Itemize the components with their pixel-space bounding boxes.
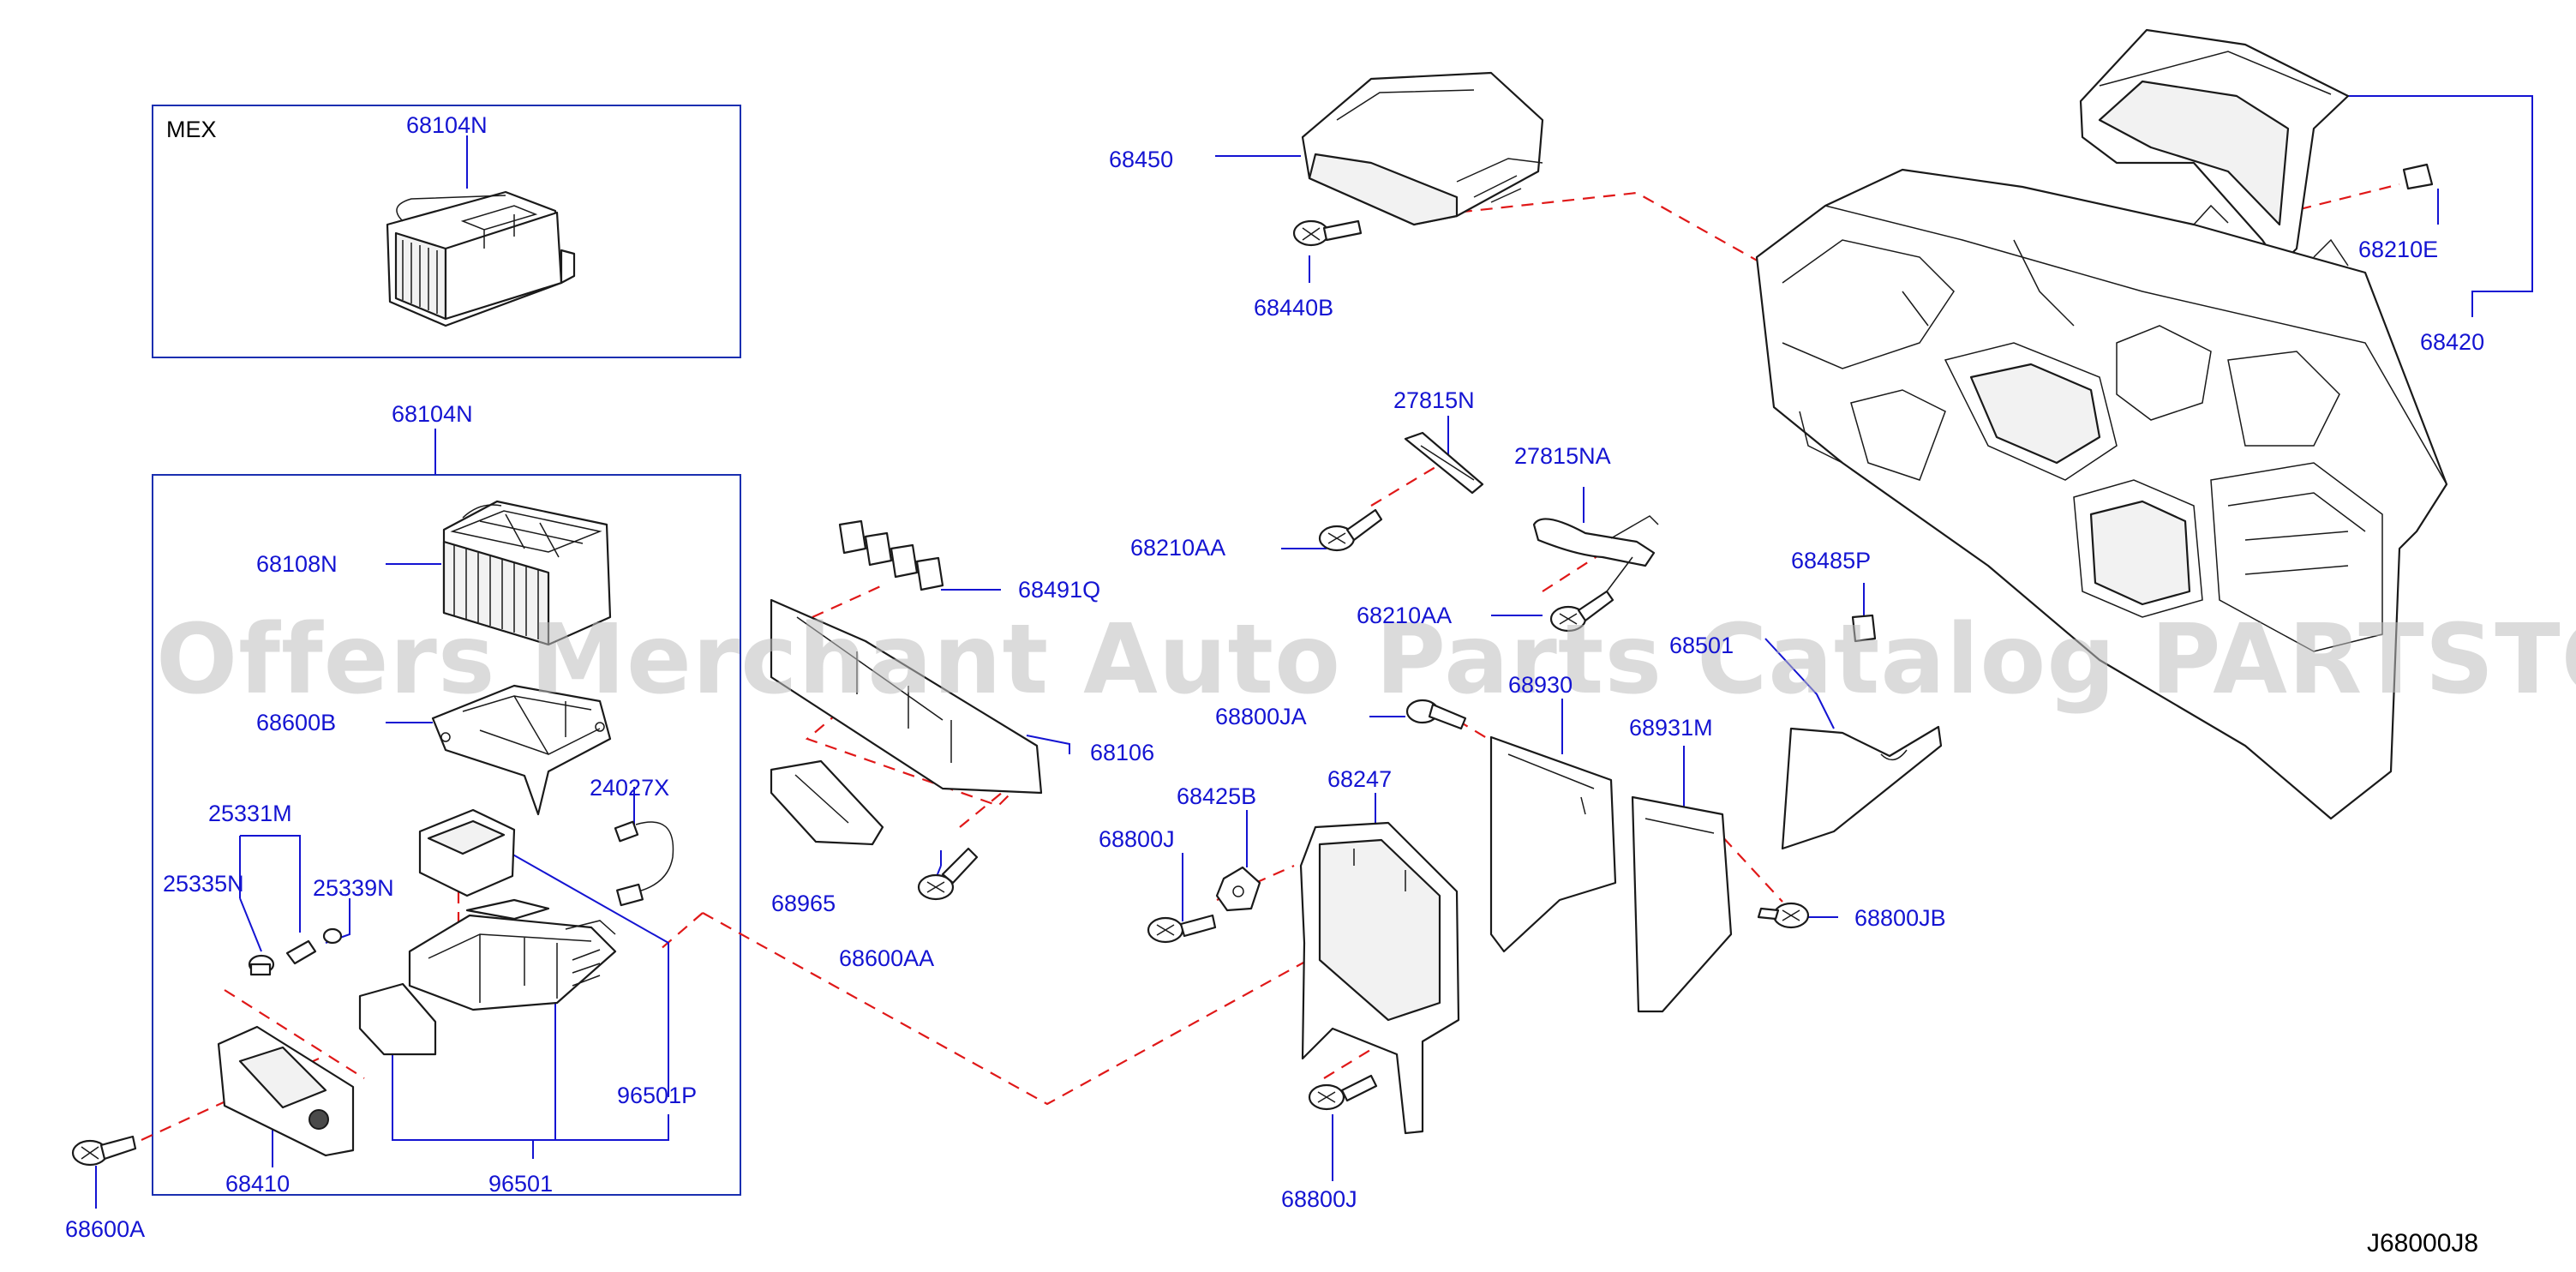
callout-68930-partial[interactable]: 68930 [1508,672,1573,698]
callout-68485p[interactable]: 68485P [1791,548,1871,573]
callout-27815na[interactable]: 27815NA [1514,443,1611,469]
part-68491q-sketch [838,519,944,591]
part-68210aa-screw-sketch-2 [1549,590,1614,633]
part-68501-sketch [1781,725,1943,850]
callout-68210aa-1[interactable]: 68210AA [1130,535,1225,561]
callout-68104n-mex[interactable]: 68104N [406,112,488,138]
callout-68210aa-2[interactable]: 68210AA [1357,603,1452,628]
callout-27815n[interactable]: 27815N [1393,387,1475,413]
callout-68420[interactable]: 68420 [2420,329,2484,355]
part-68450-sketch [1301,71,1544,226]
part-27815n-sketch [1404,431,1484,495]
part-68108n-sketch [442,500,612,646]
callout-labels: 68104N 68104N 68108N 68600B 25331M 24027… [65,112,2484,1242]
part-68425b-sketch [1215,866,1261,912]
part-68210aa-screw-sketch-1 [1318,508,1383,552]
callout-68425b[interactable]: 68425B [1177,783,1256,809]
part-25339n-sketch [322,927,343,945]
callout-25331m[interactable]: 25331M [208,801,292,826]
callout-96501[interactable]: 96501 [488,1171,553,1197]
callout-68450[interactable]: 68450 [1109,147,1173,172]
assembly-frame-68104n [152,474,741,1196]
part-68800ja-screw-sketch [1405,699,1467,730]
callout-68800j-1[interactable]: 68800J [1099,826,1175,852]
part-68965-sketch [770,759,884,846]
callout-68108n[interactable]: 68108N [256,551,338,577]
callout-68965[interactable]: 68965 [771,891,836,916]
part-68930-sketch [1489,735,1617,953]
part-68600aa-screw-sketch [917,847,979,901]
part-68931m-sketch [1631,795,1733,1013]
part-27815na-sketch [1532,515,1659,592]
callout-68931m[interactable]: 68931M [1629,715,1713,741]
callout-68800j-2[interactable]: 68800J [1281,1186,1357,1212]
part-68600a-screw-sketch [71,1135,137,1167]
callout-25335n[interactable]: 25335N [163,871,244,897]
callout-68600aa[interactable]: 68600AA [839,945,934,971]
watermark-text: Offers Merchant Auto Parts Catalog PARTS… [156,604,2576,716]
callout-68800jb[interactable]: 68800JB [1854,905,1946,931]
mex-inset-frame [152,105,741,358]
part-25335n-sketch [248,939,317,976]
part-68210e-sketch [2402,163,2434,190]
part-instrument-panel-sketch [1755,168,2448,820]
callout-68247[interactable]: 68247 [1327,766,1392,792]
part-68106-sketch [770,598,1043,795]
part-68104n-mex-sketch [386,190,576,327]
callout-68104n[interactable]: 68104N [392,401,473,427]
part-68600b-sketch [431,684,612,816]
part-68440b-screw-sketch [1292,219,1363,247]
callout-96501p[interactable]: 96501P [617,1083,697,1108]
part-68247-sketch [1299,821,1460,1135]
part-68800jb-screw-sketch [1757,902,1810,929]
part-68420-sketch [2079,28,2350,267]
callout-68800ja[interactable]: 68800JA [1215,704,1307,729]
callout-68210e[interactable]: 68210E [2358,237,2438,262]
callout-68440b[interactable]: 68440B [1254,295,1333,321]
callout-25339n[interactable]: 25339N [313,875,394,901]
callout-68410[interactable]: 68410 [225,1171,290,1197]
part-68485p-sketch [1851,614,1877,643]
callout-68491q[interactable]: 68491Q [1018,577,1100,603]
part-24027x-sketch [614,820,674,907]
part-68800j-screw-sketch-2 [1308,1074,1378,1111]
callout-68501-partial[interactable]: 68501 [1669,633,1734,658]
callout-24027x[interactable]: 24027X [590,775,669,801]
part-96501-sketch [358,808,617,1056]
part-68800j-screw-sketch-1 [1147,914,1217,944]
callout-68600b[interactable]: 68600B [256,710,336,735]
part-68410-sketch [217,1025,355,1157]
mex-label: MEX [166,117,217,142]
callout-68106[interactable]: 68106 [1090,740,1154,765]
diagram-code: J68000J8 [2367,1229,2478,1257]
callout-68600a[interactable]: 68600A [65,1216,145,1242]
